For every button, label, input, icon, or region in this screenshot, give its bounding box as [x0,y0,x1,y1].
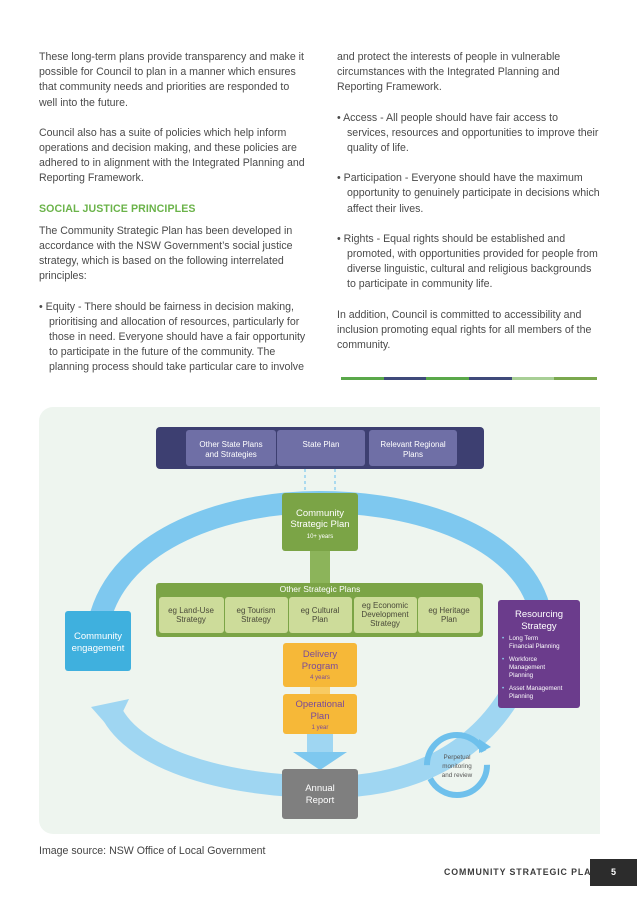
stripe-segment-4 [511,377,555,380]
operational-1: Operational [295,699,344,710]
resourcing-item-2c: Planning [509,672,534,679]
tourism-2: Strategy [241,615,271,624]
diagram-svg: Other State Plans and Strategies State P… [65,427,580,819]
stripe-segment-5 [554,377,598,380]
paragraph-policies: Council also has a suite of policies whi… [39,126,305,185]
resourcing-item-3b: Planning [509,693,534,700]
tourism-1: eg Tourism [237,606,276,615]
monitoring-arrowhead [479,739,491,753]
box-resourcing-strategy [498,600,580,708]
monitoring-2: monitoring [442,763,472,770]
community-2: engagement [72,643,125,654]
land-use-1: eg Land-Use [168,606,214,615]
connector-delivery-operational [310,687,330,694]
arrow-shaft [307,734,333,752]
box-economic [354,597,417,633]
section-heading: SOCIAL JUSTICE PRINCIPLES [39,202,196,215]
delivery-2: Program [302,661,339,672]
cultural-1: eg Cultural [301,606,340,615]
integrated-planning-diagram: Other State Plans and Strategies State P… [39,407,600,834]
stripe-segment-3 [469,377,512,380]
arrow-head-down [293,752,347,770]
paragraph-accessibility: In addition, Council is committed to acc… [337,308,592,352]
paragraph-continuation: and protect the interests of people in v… [337,51,561,94]
image-caption: Image source: NSW Office of Local Govern… [39,845,266,857]
stripe-segment-2 [426,377,470,380]
cycle-arrowhead-left [91,699,129,732]
other-state-label-2: and Strategies [205,450,257,459]
cultural-2: Plan [312,615,328,624]
regional-label-2: Plans [403,450,423,459]
box-state-plan [277,430,365,466]
box-community-engagement [65,611,131,671]
monitoring-3: and review [442,772,473,779]
resourcing-item-3a: Asset Management [509,685,563,692]
operational-sub: 1 year [312,725,329,731]
delivery-sub: 4 years [310,675,330,681]
annual-1: Annual [305,783,335,794]
delivery-1: Delivery [303,649,338,660]
land-use-2: Strategy [176,615,206,624]
resourcing-item-2b: Management [509,664,545,671]
box-cultural [289,597,352,633]
resourcing-1: Resourcing [515,609,563,620]
connector-csp-other [310,551,330,583]
box-relevant-regional [369,430,457,466]
resourcing-2: Strategy [521,621,557,632]
box-community-strategic-plan [282,493,358,551]
economic-3: Strategy [370,619,400,628]
box-operational-plan [283,694,357,734]
box-tourism [225,597,288,633]
resourcing-item-1b: Financial Planning [509,643,560,650]
page-number: 5 [590,859,637,886]
box-land-use [159,597,224,633]
bullet-equity: • Equity - There should be fairness in d… [39,300,306,374]
csp-title-2: Strategic Plan [290,519,349,530]
footer-document-title: COMMUNITY STRATEGIC PLAN 2028 [444,867,626,877]
stripe-segment-1 [383,377,427,380]
resourcing-bullet-1: • [502,636,504,642]
bullet-participation: • Participation - Everyone should have t… [337,172,600,215]
heritage-2: Plan [441,615,457,624]
bullet-access: • Access - All people should have fair a… [337,111,599,155]
monitoring-ring [424,732,490,798]
box-annual-report [282,769,358,819]
economic-2: Development [361,610,409,619]
resourcing-bullet-2: • [502,657,504,663]
resourcing-bullet-3: • [502,686,504,692]
paragraph-long-term-plans: These long-term plans provide transparen… [39,51,304,109]
left-column: These long-term plans provide transparen… [39,50,307,391]
state-plan-label: State Plan [303,440,340,449]
paragraph-social-justice: The Community Strategic Plan has been de… [39,224,293,283]
resourcing-item-1a: Long Term [509,635,538,642]
box-other-state-plans [186,430,276,466]
community-1: Community [74,631,122,642]
regional-label-1: Relevant Regional [380,440,446,449]
bullet-rights: • Rights - Equal rights should be establ… [337,232,598,291]
csp-title-1: Community [296,508,344,519]
other-state-label-1: Other State Plans [199,440,262,449]
operational-2: Plan [310,711,329,722]
box-heritage [418,597,480,633]
color-stripe-divider [341,377,598,380]
monitoring-1: Perpetual [444,754,471,761]
csp-sub: 10+ years [307,534,334,540]
heritage-1: eg Heritage [428,606,470,615]
stripe-segment-0 [341,377,384,380]
economic-1: eg Economic [362,601,408,610]
annual-2: Report [306,795,335,806]
right-column: and protect the interests of people in v… [337,50,601,368]
resourcing-item-2a: Workforce [509,656,538,663]
other-plans-title: Other Strategic Plans [280,584,361,594]
box-delivery-program [283,643,357,687]
